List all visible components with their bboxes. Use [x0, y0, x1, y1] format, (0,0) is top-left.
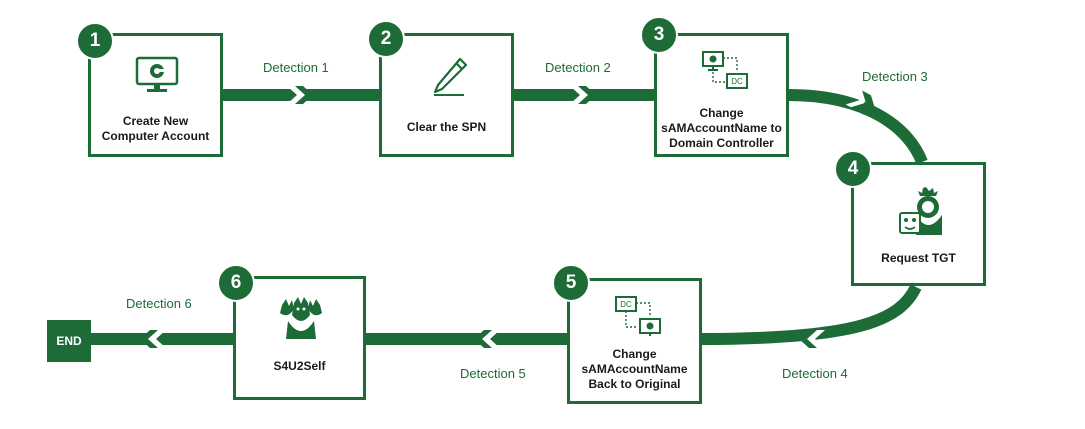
ticket-lion-icon	[899, 187, 942, 235]
connector-5-6	[365, 333, 568, 345]
step-4-badge: 4	[834, 150, 872, 188]
monitor-icon	[135, 56, 179, 92]
chevron-left-icon	[474, 330, 500, 348]
dc-text: DC	[731, 77, 743, 86]
step-3-badge: 3	[640, 16, 678, 54]
connector-3-4	[787, 89, 928, 165]
step-3-label: Change sAMAccountName to Domain Controll…	[661, 106, 782, 150]
step-4-box: Request TGT	[851, 162, 986, 286]
step-2-box: Clear the SPN	[379, 33, 514, 157]
chevron-left-icon	[799, 330, 825, 348]
step-2-label: Clear the SPN	[406, 120, 487, 134]
step-5-badge: 5	[552, 264, 590, 302]
connector-6-end	[91, 333, 234, 345]
chevron-left-icon	[140, 330, 166, 348]
step-6-badge: 6	[217, 264, 255, 302]
step-4-label: Request TGT	[881, 251, 956, 265]
step-6-label: S4U2Self	[273, 359, 326, 373]
step-5-box: DC Change sAMAccountName Back to Origina…	[567, 278, 702, 404]
step-6-box: S4U2Self	[233, 276, 366, 400]
chevron-right-icon	[287, 86, 313, 104]
step-3-box: DC Change sAMAccountName to Domain Contr…	[654, 33, 789, 157]
detection-6-label: Detection 6	[126, 296, 192, 311]
connector-4-5	[699, 284, 922, 345]
dc-to-monitor-icon: DC	[615, 296, 661, 336]
step-1-badge: 1	[76, 22, 114, 60]
detection-5-label: Detection 5	[460, 366, 526, 381]
pen-icon	[433, 57, 468, 96]
dc-text: DC	[620, 300, 632, 309]
step-2-badge: 2	[367, 20, 405, 58]
step-5-label: Change sAMAccountName Back to Original	[581, 347, 688, 391]
detection-1-label: Detection 1	[263, 60, 329, 75]
detection-2-label: Detection 2	[545, 60, 611, 75]
detection-4-label: Detection 4	[782, 366, 848, 381]
chevron-right-icon	[570, 86, 596, 104]
end-marker: END	[47, 320, 91, 362]
step-1-label: Create New Computer Account	[101, 114, 210, 143]
chevron-right-icon	[845, 86, 876, 113]
monitor-to-dc-icon: DC	[702, 51, 748, 89]
cerberus-icon	[280, 297, 322, 339]
detection-3-label: Detection 3	[862, 69, 928, 84]
step-1-box: Create New Computer Account	[88, 33, 223, 157]
